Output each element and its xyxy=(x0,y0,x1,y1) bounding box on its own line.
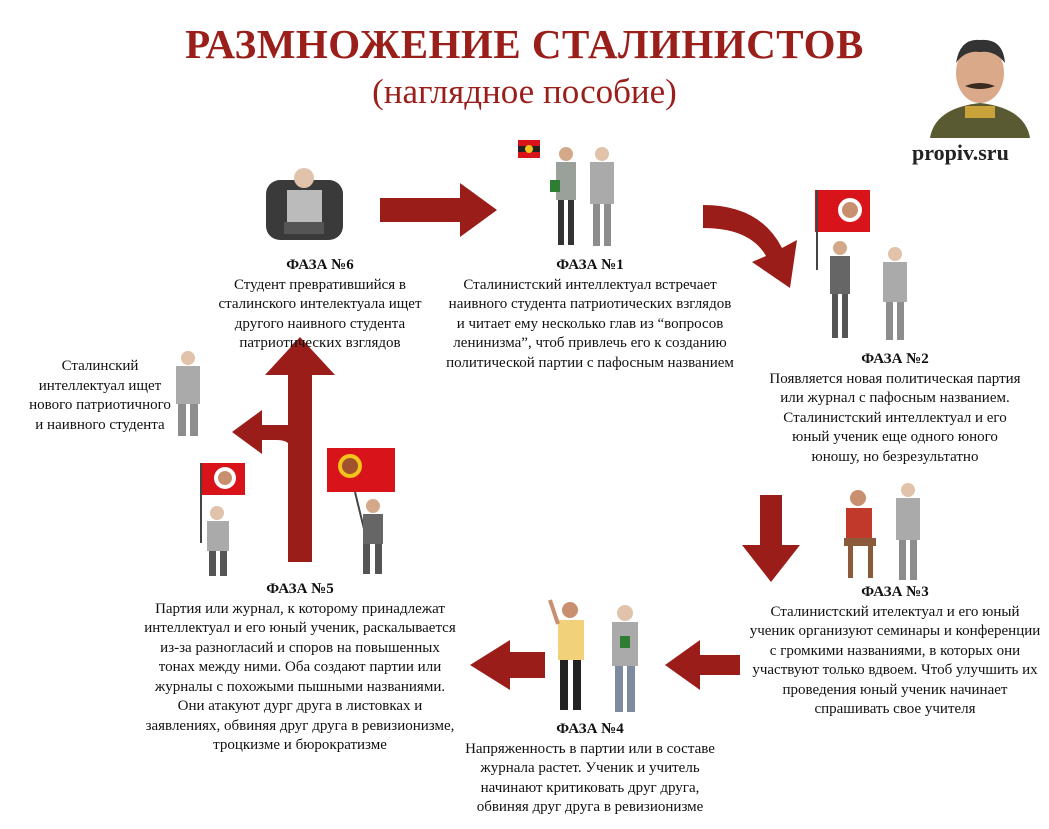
phase-3-title: ФАЗА №3 xyxy=(861,584,929,600)
arrow-branch-left-icon xyxy=(232,410,290,454)
phase-2-title: ФАЗА №2 xyxy=(861,351,929,367)
arrow-left-icon xyxy=(470,640,545,690)
arrow-left-icon xyxy=(665,640,740,690)
phase-6-title: ФАЗА №6 xyxy=(286,257,354,273)
phase-5-title: ФАЗА №5 xyxy=(266,581,334,597)
phase5-figures-image xyxy=(200,448,395,576)
armchair-figure-image xyxy=(266,168,343,240)
phase-3-block: ФАЗА №3 Сталинистский ителектуал и его ю… xyxy=(735,583,1049,720)
phase3-figures-image xyxy=(844,483,920,580)
arrow-right-icon xyxy=(380,183,497,237)
page-title: РАЗМНОЖЕНИЕ СТАЛИНИСТОВ xyxy=(185,21,864,67)
phase1-figures-image xyxy=(518,140,614,246)
portrait-image xyxy=(930,39,1030,138)
phase2-figures-image xyxy=(815,190,907,340)
phase-4-title: ФАЗА №4 xyxy=(556,721,624,737)
phase-5-block: ФАЗА №5 Партия или журнал, к которому пр… xyxy=(115,580,485,756)
phase-5-text: Партия или журнал, к которому принадлежа… xyxy=(144,600,456,754)
phase-2-block: ФАЗА №2 Появляется новая политическая па… xyxy=(745,350,1045,467)
arrow-curved-icon xyxy=(703,205,797,288)
arrow-down-icon xyxy=(742,495,800,582)
phase-6-text: Студент превратившийся в сталинского инт… xyxy=(218,276,422,352)
phase-1-title: ФАЗА №1 xyxy=(556,257,624,273)
phase-1-text: Сталинистский интеллектуал встречает наи… xyxy=(446,276,734,371)
site-label: propiv.sru xyxy=(912,140,1009,165)
page-subtitle: (наглядное пособие) xyxy=(372,72,677,111)
arrow-up-icon xyxy=(265,337,335,562)
lone-intellectual-image xyxy=(176,351,200,436)
phase-4-block: ФАЗА №4 Напряженность в партии или в сос… xyxy=(460,720,720,818)
phase-2-text: Появляется новая политическая партия или… xyxy=(769,370,1021,465)
phase-3-text: Сталинистский ителектуал и его юный учен… xyxy=(749,603,1041,718)
side-note-text: Сталинский интеллектуал ищет нового патр… xyxy=(29,358,171,433)
phase-1-block: ФАЗА №1 Сталинистский интеллектуал встре… xyxy=(420,256,760,373)
side-note: Сталинский интеллектуал ищет нового патр… xyxy=(0,357,200,435)
phase-4-text: Напряженность в партии или в составе жур… xyxy=(465,740,715,816)
phase-6-block: ФАЗА №6 Студент превратившийся в сталинс… xyxy=(170,256,470,354)
phase4-figures-image xyxy=(548,599,638,712)
